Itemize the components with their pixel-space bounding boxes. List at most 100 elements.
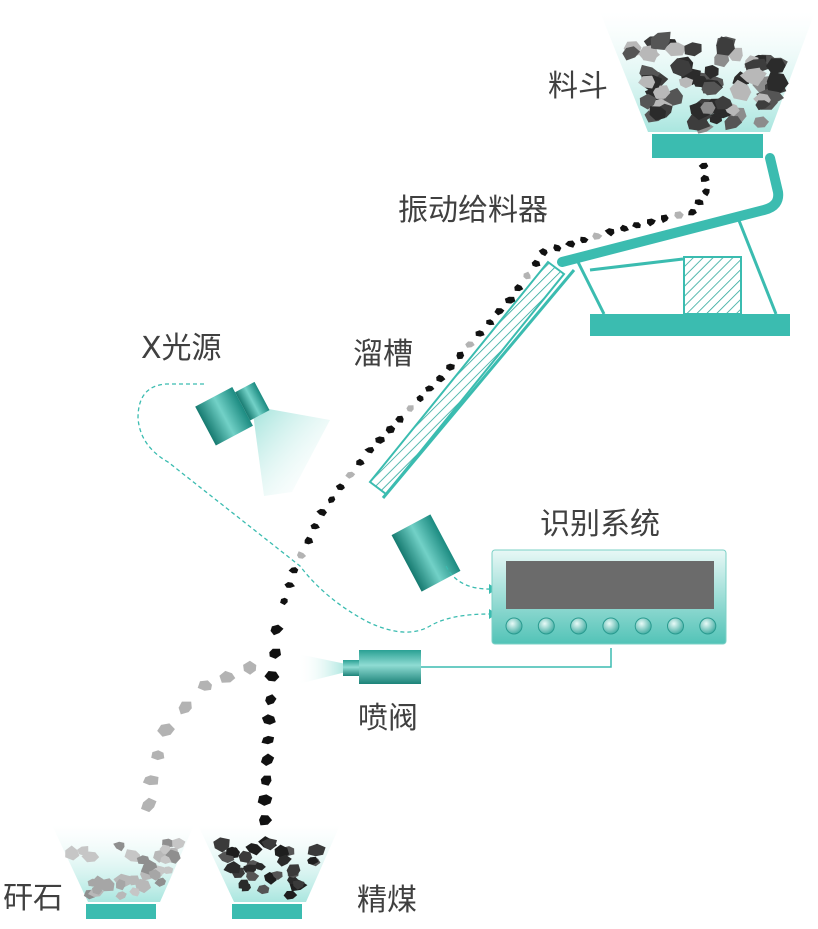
rock xyxy=(704,65,719,80)
control-knob xyxy=(602,617,620,635)
rock xyxy=(238,850,253,863)
control-knob xyxy=(505,617,523,635)
detector-camera xyxy=(391,514,461,592)
feeder-leg-left xyxy=(576,261,606,315)
rock xyxy=(256,884,270,895)
coal-trajectory xyxy=(257,162,710,826)
rock xyxy=(292,880,305,890)
rock xyxy=(129,887,140,897)
rock xyxy=(684,42,702,57)
rock xyxy=(670,58,693,77)
rock xyxy=(213,837,230,853)
coal-particle xyxy=(270,624,284,636)
coal-particle xyxy=(661,214,669,223)
rock xyxy=(160,855,172,864)
rock xyxy=(639,46,660,61)
coal-particle xyxy=(514,284,524,292)
rock xyxy=(135,878,152,894)
feeder-leg-right xyxy=(734,212,778,315)
feeder-tray xyxy=(557,153,784,267)
coal-particle xyxy=(375,436,385,444)
coal-particle xyxy=(269,648,281,659)
control-knob xyxy=(570,617,588,635)
coal-particle xyxy=(261,735,275,745)
gangue-particle xyxy=(141,797,157,813)
feeder-label: 振动给料器 xyxy=(398,193,548,228)
gangue-particle xyxy=(142,775,159,786)
coal-particle xyxy=(356,458,365,466)
rock xyxy=(649,106,666,121)
coal-particle xyxy=(531,259,541,267)
coal-particle xyxy=(385,425,396,434)
coal-particle xyxy=(553,244,562,252)
control-knob xyxy=(699,617,717,635)
gangue-particle xyxy=(592,232,603,240)
rock xyxy=(653,85,671,99)
rock xyxy=(678,77,694,89)
coal-particle xyxy=(260,775,272,786)
rock xyxy=(700,101,716,114)
coal-particle xyxy=(395,415,404,423)
camera-signal-line xyxy=(445,565,493,590)
rock xyxy=(714,95,733,110)
gangue-particle xyxy=(345,471,356,479)
gangue-trajectory xyxy=(141,211,684,813)
coal-particle xyxy=(694,199,704,206)
gangue-particle xyxy=(523,271,531,280)
feeder-base xyxy=(590,314,790,336)
gangue-bin-base xyxy=(86,904,156,919)
rock xyxy=(701,81,722,96)
rock xyxy=(755,100,771,111)
recognition-system xyxy=(491,549,727,645)
rock xyxy=(271,871,283,881)
hopper xyxy=(600,12,815,158)
rock xyxy=(116,879,126,891)
rock xyxy=(154,877,166,887)
air-valve xyxy=(298,650,421,684)
coal-particle xyxy=(310,523,320,530)
rock xyxy=(724,116,743,131)
vibrating-feeder xyxy=(557,153,790,336)
xray-housing xyxy=(195,386,253,446)
coal-particle xyxy=(700,174,710,182)
rock xyxy=(753,116,769,128)
coal-particle xyxy=(504,296,516,304)
signal-lines xyxy=(137,383,493,633)
rock xyxy=(92,885,103,895)
gangue-particle xyxy=(297,551,307,559)
control-knob xyxy=(537,617,555,635)
coal-particle xyxy=(416,394,424,403)
coal-bin xyxy=(198,825,340,919)
rock xyxy=(622,46,641,61)
gangue-particle xyxy=(157,723,175,737)
coal-bin-base xyxy=(232,904,302,919)
coal-particle xyxy=(632,222,641,229)
valve-label: 喷阀 xyxy=(358,701,418,736)
air-jet xyxy=(298,654,346,684)
gangue-label: 矸石 xyxy=(3,881,63,916)
chute xyxy=(368,260,576,499)
recognition-buttons xyxy=(505,617,717,635)
gangue-particle xyxy=(465,341,475,348)
coal-particle xyxy=(425,385,435,392)
coal-label: 精煤 xyxy=(357,883,417,918)
rock xyxy=(238,879,249,890)
coal-particle xyxy=(259,815,273,826)
coal-particle xyxy=(288,567,299,574)
xray-source xyxy=(195,381,330,496)
gangue-particle xyxy=(243,660,257,675)
rock xyxy=(246,871,260,881)
rock xyxy=(716,36,735,56)
coal-particle xyxy=(257,794,273,806)
feeder-brace xyxy=(589,257,684,272)
coal-particle xyxy=(280,597,288,606)
rock xyxy=(766,71,789,93)
rock xyxy=(148,869,161,881)
rock xyxy=(243,864,257,875)
coal-particle xyxy=(580,236,589,244)
coal-particle xyxy=(364,447,375,454)
xray-source-label: X光源 xyxy=(141,331,222,366)
gangue-particle xyxy=(406,405,414,412)
xray-signal-line xyxy=(137,383,491,633)
